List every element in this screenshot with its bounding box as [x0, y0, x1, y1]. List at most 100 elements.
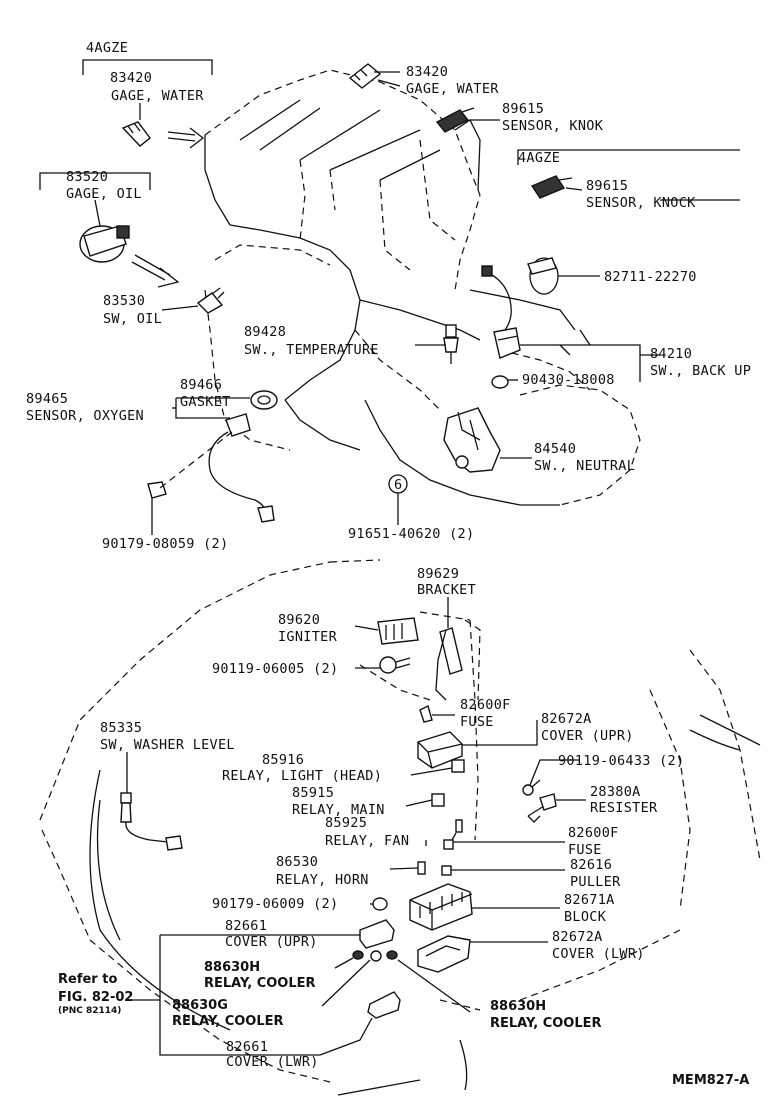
label-89428-num: 89428 [244, 324, 286, 340]
label-83530-num: 83530 [103, 293, 145, 309]
label-88630h-2-name: RELAY, COOLER [490, 1016, 602, 1031]
label-82672a-lwr-num: 82672A [552, 929, 603, 945]
bolt-90119-06433-part [522, 779, 541, 796]
label-83520-num: 83520 [66, 169, 108, 185]
label-84210-name: SW., BACK UP [650, 363, 751, 379]
label-89629-name: BRACKET [417, 582, 476, 598]
label-86530-num: 86530 [276, 854, 318, 870]
label-86530-name: RELAY, HORN [276, 872, 369, 888]
label-89466-name: GASKET [180, 394, 231, 410]
label-83530-name: SW, OIL [103, 311, 162, 327]
label-89615-knok-name: SENSOR, KNOK [502, 118, 604, 134]
label-82600f-upper-num: 82600F [460, 697, 511, 713]
label-83420-left-num: 83420 [110, 70, 152, 86]
gage-water-left-part [121, 121, 151, 147]
sw-oil-part [196, 287, 225, 314]
label-82661-lwr-num: 82661 [226, 1039, 268, 1055]
label-88630g-num: 88630G [172, 998, 228, 1013]
label-85335-num: 85335 [100, 720, 142, 736]
relay-fan-part [455, 819, 463, 833]
label-83420-left-name: GAGE, WATER [111, 88, 204, 104]
label-28380a-name: RESISTER [590, 800, 658, 816]
label-89615-knok-num: 89615 [502, 101, 544, 117]
label-85925-num: 85925 [325, 815, 367, 831]
relay-cooler-parts [352, 950, 398, 962]
label-91651-40620: 91651-40620 (2) [348, 526, 474, 542]
flow-arrow-2 [131, 254, 180, 288]
cover-upr-small-part [359, 919, 395, 949]
label-82671a-num: 82671A [564, 892, 615, 908]
clamp-part [527, 257, 559, 295]
car-body-outline [39, 559, 761, 1096]
label-89620-num: 89620 [278, 612, 320, 628]
label-89615-knock-num: 89615 [586, 178, 628, 194]
washer-level-part [120, 792, 183, 851]
label-85335-name: SW, WASHER LEVEL [100, 737, 235, 753]
sensor-knock-part [530, 175, 573, 199]
label-85916-num: 85916 [262, 752, 304, 768]
label-88630h-2-num: 88630H [490, 999, 546, 1014]
label-90179-08059: 90179-08059 (2) [102, 536, 228, 552]
label-82661-upr-num: 82661 [225, 918, 267, 934]
cover-upr-part [417, 731, 463, 769]
bracket-part [435, 627, 463, 701]
label-28380a-num: 28380A [590, 784, 641, 800]
label-82672a-upr-name: COVER (UPR) [541, 728, 634, 744]
label-85915-name: RELAY, MAIN [292, 802, 385, 818]
gasket-part [250, 390, 278, 410]
flow-arrow-1 [167, 127, 205, 149]
gage-oil-part [79, 225, 130, 263]
label-82672a-upr-num: 82672A [541, 711, 592, 727]
label-4agze-left: 4AGZE [86, 40, 128, 56]
label-refer-pnc: (PNC 82114) [58, 1006, 121, 1016]
relay-horn-part [417, 861, 426, 875]
label-85916-name: RELAY, LIGHT (HEAD) [222, 768, 382, 784]
label-89629-num: 89629 [417, 566, 459, 582]
resister-part [527, 793, 557, 823]
label-89465-name: SENSOR, OXYGEN [26, 408, 144, 424]
label-83520-name: GAGE, OIL [66, 186, 142, 202]
label-82661-lwr-name: COVER (LWR) [226, 1054, 319, 1070]
label-82616-num: 82616 [570, 857, 612, 873]
engine-outline [204, 69, 641, 506]
label-figure-code: MEM827-A [672, 1073, 749, 1088]
label-84540-name: SW., NEUTRAL [534, 458, 635, 474]
nut-90179-06009-part [372, 897, 388, 911]
bolt-90119-06005-part [379, 656, 411, 674]
igniter-dash [359, 664, 431, 701]
label-82600f-lower-num: 82600F [568, 825, 619, 841]
puller-part [441, 865, 452, 876]
label-85915-num: 85915 [292, 785, 334, 801]
label-82616-name: PULLER [570, 874, 621, 890]
label-88630h-1-num: 88630H [204, 960, 260, 975]
label-refer-fig: FIG. 82-02 [58, 990, 133, 1005]
label-82600f-lower-name: FUSE [568, 842, 602, 858]
label-89615-knock-name: SENSOR, KNOCK [586, 195, 696, 211]
cover-lwr-part [417, 935, 471, 973]
block-part [409, 883, 473, 931]
label-89466-num: 89466 [180, 377, 222, 393]
label-90119-06433: 90119-06433 (2) [558, 753, 684, 769]
label-83420-right-num: 83420 [406, 64, 448, 80]
label-82671a-name: BLOCK [564, 909, 607, 925]
relay-main-part [431, 793, 445, 807]
label-82672a-lwr-name: COVER (LWR) [552, 946, 645, 962]
label-90119-06005: 90119-06005 (2) [212, 661, 338, 677]
label-88630h-1-name: RELAY, COOLER [204, 976, 316, 991]
label-90430-18008: 90430-18008 [522, 372, 615, 388]
label-90179-06009: 90179-06009 (2) [212, 896, 338, 912]
label-82711-22270: 82711-22270 [604, 269, 697, 285]
sensor-knok-part [435, 107, 475, 133]
bracket-dash [464, 619, 481, 701]
label-circle-six: 6 [394, 477, 402, 493]
label-82600f-upper-name: FUSE [460, 714, 494, 730]
sw-temperature-part [443, 324, 459, 364]
label-85925-name: RELAY, FAN [325, 833, 409, 849]
label-89465-num: 89465 [26, 391, 68, 407]
label-89620-name: IGNITER [278, 629, 338, 645]
label-83420-right-name: GAGE, WATER [406, 81, 499, 97]
cover-lwr-small-part [367, 991, 401, 1019]
label-refer-to: Refer to [58, 972, 117, 987]
sw-neutral-part [443, 407, 501, 473]
